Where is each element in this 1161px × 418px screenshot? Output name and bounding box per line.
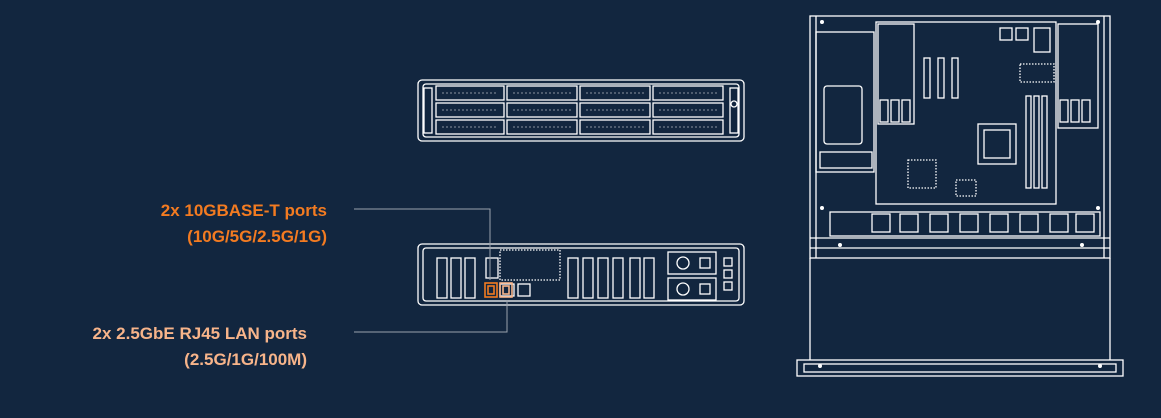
ten-gigabit-port-highlight: [484, 282, 498, 298]
two-five-gigabit-callout: 2x 2.5GbE RJ45 LAN ports (2.5G/1G/100M): [20, 321, 307, 373]
chassis-rear-view: [417, 243, 745, 306]
two-five-gigabit-leader-line: [354, 300, 508, 333]
chassis-front-view: [417, 79, 745, 142]
ten-gigabit-callout-speeds: (10G/5G/2.5G/1G): [187, 227, 327, 246]
two-five-gigabit-callout-speeds: (2.5G/1G/100M): [184, 350, 307, 369]
chassis-top-view: [796, 15, 1124, 377]
two-five-gigabit-callout-title: 2x 2.5GbE RJ45 LAN ports: [92, 324, 307, 343]
ten-gigabit-leader-line: [354, 208, 491, 280]
two-five-gigabit-port-highlight: [499, 282, 513, 298]
ten-gigabit-callout: 2x 10GBASE-T ports (10G/5G/2.5G/1G): [60, 198, 327, 250]
ten-gigabit-callout-title: 2x 10GBASE-T ports: [160, 201, 327, 220]
